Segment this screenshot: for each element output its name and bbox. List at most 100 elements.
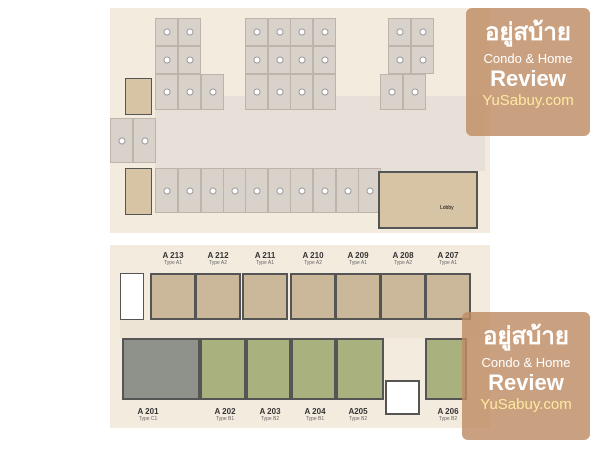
- unit-number: A 209: [347, 251, 369, 260]
- parking-bay: [223, 168, 246, 213]
- stair-core: [120, 273, 144, 320]
- unit-A202[interactable]: [200, 338, 246, 400]
- unit-type: Type A1: [255, 260, 275, 266]
- unit-number: A 207: [437, 251, 459, 260]
- unit-type: Type B2: [348, 416, 368, 422]
- unit-A213[interactable]: [150, 273, 196, 320]
- unit-type: Type A1: [163, 260, 183, 266]
- parking-bay: [133, 118, 156, 163]
- unit-type: Type A2: [208, 260, 228, 266]
- unit-type: Type C1: [138, 416, 158, 422]
- watermark-line1: Condo & Home: [481, 355, 571, 370]
- parking-bay: [336, 168, 359, 213]
- unit-A203[interactable]: [246, 338, 291, 400]
- parking-bay: [290, 18, 313, 46]
- parking-bay: [268, 46, 291, 74]
- unit-number: A 203: [259, 407, 281, 416]
- parking-bay: [380, 74, 403, 110]
- unit-number: A205: [348, 407, 368, 416]
- parking-bay: [178, 74, 201, 110]
- unit-type: Type B1: [215, 416, 235, 422]
- parking-bay: [313, 46, 336, 74]
- watermark-line2: Review: [488, 370, 564, 395]
- unit-A207[interactable]: [425, 273, 471, 320]
- unit-A210[interactable]: [290, 273, 336, 320]
- unit-type: Type B2: [438, 416, 458, 422]
- unit-number: A 208: [392, 251, 414, 260]
- unit-A201[interactable]: [122, 338, 200, 400]
- parking-bay: [201, 168, 224, 213]
- watermark-line1: Condo & Home: [483, 51, 573, 66]
- unit-number: A 202: [214, 407, 236, 416]
- parking-bay: [155, 168, 178, 213]
- unit-type: Type A1: [438, 260, 458, 266]
- parking-bay: [290, 168, 313, 213]
- parking-bay: [268, 74, 291, 110]
- unit-number: A 213: [162, 251, 184, 260]
- watermark: อยู่สบ้าย Condo & Home Review YuSabuy.co…: [462, 312, 590, 440]
- parking-bay: [155, 74, 178, 110]
- lobby-area: Lobby: [378, 171, 478, 229]
- parking-bay: [268, 18, 291, 46]
- unit-number: A 206: [437, 407, 459, 416]
- unit-A204[interactable]: [291, 338, 336, 400]
- watermark: อยู่สบ้าย Condo & Home Review YuSabuy.co…: [466, 8, 590, 136]
- unit-A209[interactable]: [335, 273, 381, 320]
- watermark-thai: อยู่สบ้าย: [485, 19, 571, 46]
- watermark-site: YuSabuy.com: [480, 396, 572, 413]
- stair-core: [385, 380, 420, 415]
- unit-type: Type A2: [303, 260, 323, 266]
- unit-A211[interactable]: [242, 273, 288, 320]
- parking-bay: [403, 74, 426, 110]
- parking-bay: [313, 168, 336, 213]
- parking-bay: [290, 46, 313, 74]
- parking-bay: [313, 74, 336, 110]
- parking-bay: [245, 46, 268, 74]
- parking-bay: [178, 46, 201, 74]
- unit-type: Type B1: [305, 416, 325, 422]
- unit-number: A 211: [254, 251, 276, 260]
- parking-bay: [411, 18, 434, 46]
- unit-A212[interactable]: [195, 273, 241, 320]
- parking-bay: [178, 168, 201, 213]
- unit-A205[interactable]: [336, 338, 384, 400]
- watermark-line2: Review: [490, 66, 566, 91]
- parking-bay: [290, 74, 313, 110]
- ground-floor-plan: Lobby: [110, 8, 490, 233]
- parking-bay: [313, 18, 336, 46]
- unit-type: Type B2: [260, 416, 280, 422]
- parking-bay: [178, 18, 201, 46]
- parking-bay: [388, 18, 411, 46]
- parking-bay: [411, 46, 434, 74]
- watermark-thai: อยู่สบ้าย: [483, 323, 569, 350]
- parking-bay: [155, 18, 178, 46]
- lobby-label: Lobby: [440, 205, 454, 211]
- unit-number: A 204: [304, 407, 326, 416]
- unit-number: A 210: [302, 251, 324, 260]
- parking-bay: [245, 74, 268, 110]
- unit-type: Type A1: [348, 260, 368, 266]
- unit-number: A 201: [137, 407, 159, 416]
- parking-bay: [388, 46, 411, 74]
- parking-bay: [245, 18, 268, 46]
- unit-number: A 212: [207, 251, 229, 260]
- unit-A208[interactable]: [380, 273, 426, 320]
- unit-A206[interactable]: [425, 338, 467, 400]
- corridor: [120, 320, 480, 338]
- stair-core: [125, 168, 152, 215]
- watermark-site: YuSabuy.com: [482, 92, 574, 109]
- parking-bay: [245, 168, 268, 213]
